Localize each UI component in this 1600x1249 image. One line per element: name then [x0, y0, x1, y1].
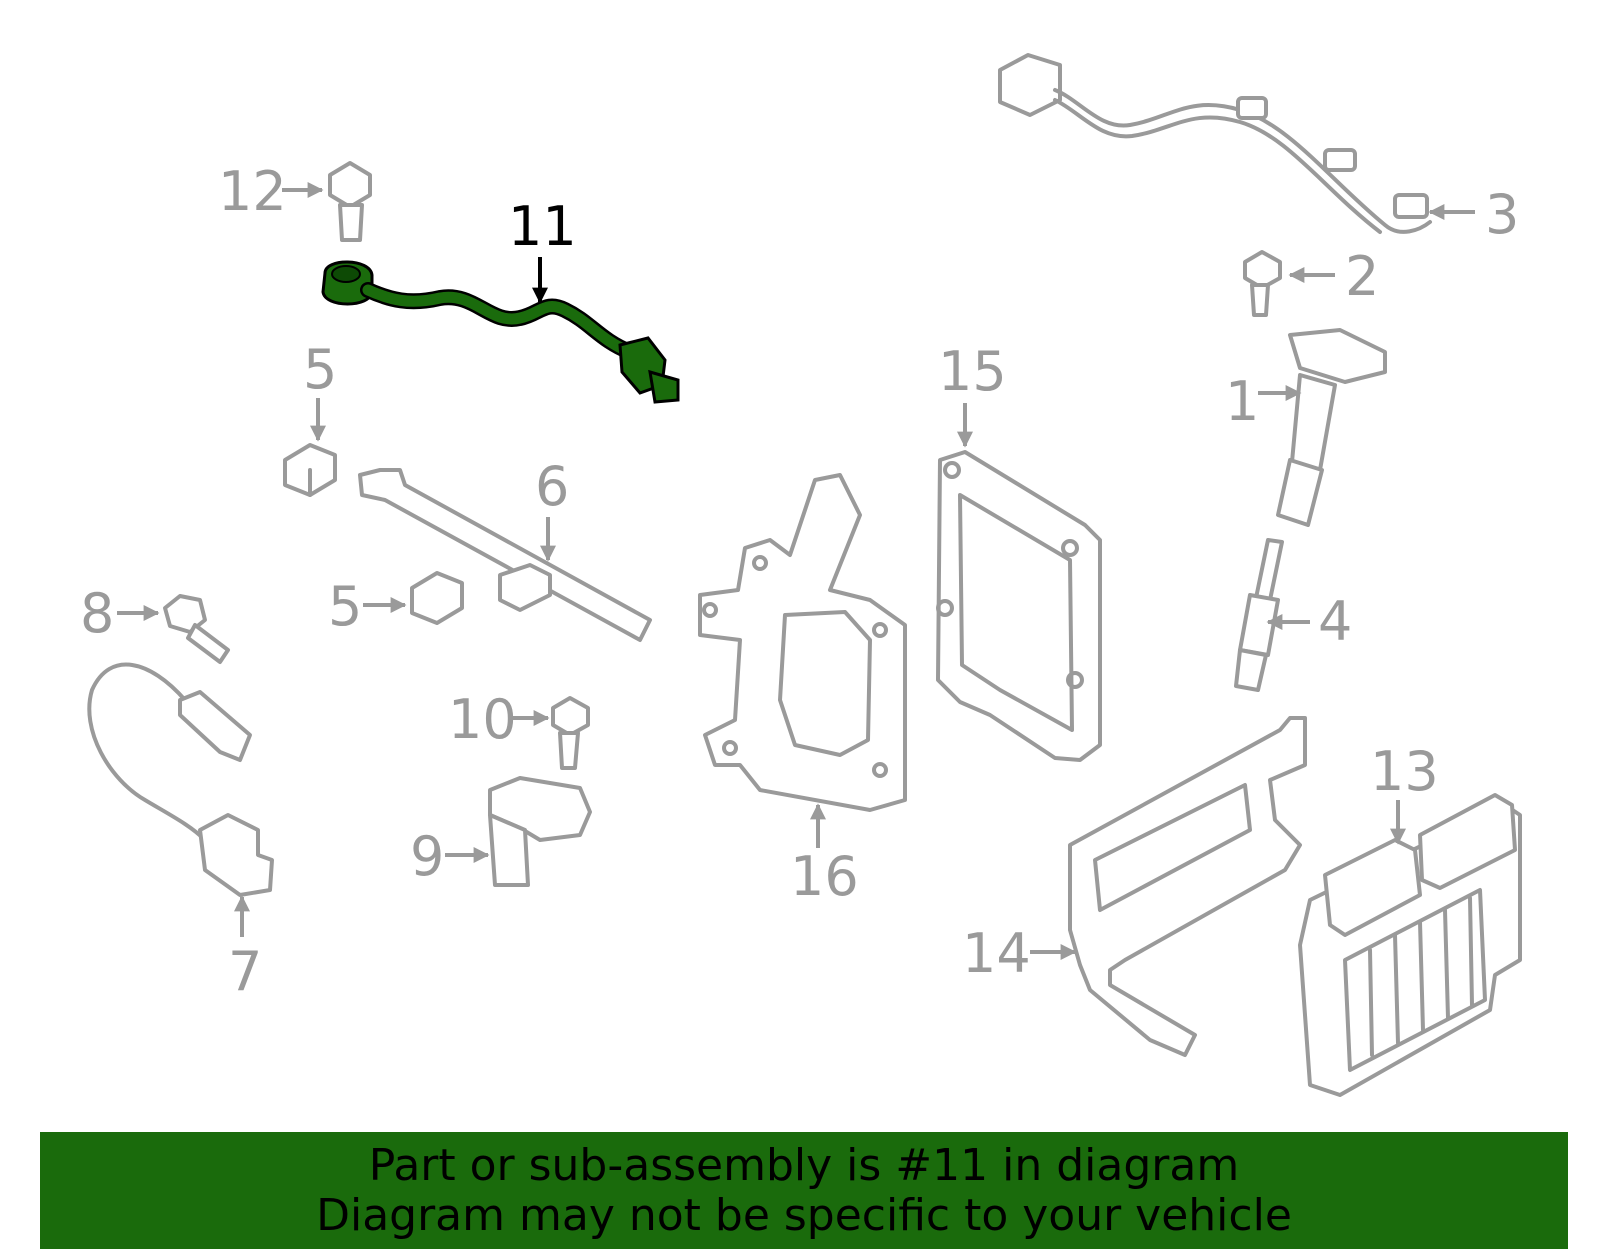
part-1-ignition-coil[interactable]	[1276, 328, 1387, 527]
callout-6: 6	[535, 455, 569, 518]
part-14-mounting-bracket[interactable]	[1068, 716, 1307, 1057]
callout-14: 14	[962, 922, 1031, 985]
part-16-ecu-bracket[interactable]	[698, 473, 907, 812]
callout-10: 10	[448, 688, 517, 751]
callout-3: 3	[1485, 183, 1519, 246]
part-3-wiring-harness[interactable]	[998, 53, 1432, 234]
banner-line-disclaimer: Diagram may not be specific to your vehi…	[316, 1189, 1292, 1241]
part-12-bolt[interactable]	[328, 161, 372, 242]
part-4-spark-plug[interactable]	[1234, 538, 1284, 692]
callout-16: 16	[790, 845, 859, 908]
part-2-bolt[interactable]	[1243, 250, 1282, 317]
callout-7: 7	[228, 940, 262, 1003]
part-13-ecm-module[interactable]	[1298, 793, 1522, 1097]
part-10-bolt[interactable]	[551, 696, 590, 770]
callout-12: 12	[218, 160, 287, 223]
part-5-clip-lower[interactable]	[410, 571, 464, 625]
callout-11: 11	[508, 195, 577, 258]
part-11-knock-sensor[interactable]	[321, 260, 680, 404]
info-banner: Part or sub-assembly is #11 in diagram D…	[40, 1132, 1568, 1249]
part-9-position-sensor[interactable]	[488, 776, 592, 887]
callout-5-lower: 5	[328, 575, 362, 638]
part-7-oxygen-sensor[interactable]	[87, 662, 274, 897]
callout-15: 15	[938, 340, 1007, 403]
callout-4: 4	[1318, 590, 1352, 653]
callout-2: 2	[1345, 245, 1379, 308]
banner-line-part: Part or sub-assembly is #11 in diagram	[368, 1139, 1240, 1191]
part-15-ecu-housing[interactable]	[936, 450, 1102, 762]
callout-1: 1	[1225, 370, 1259, 433]
callout-9: 9	[410, 825, 444, 888]
part-8-bolt[interactable]	[163, 594, 230, 664]
callout-8: 8	[80, 582, 114, 645]
callout-13: 13	[1370, 740, 1439, 803]
part-6-bracket[interactable]	[358, 468, 652, 642]
callout-5-upper: 5	[303, 338, 337, 401]
part-5-clip-upper[interactable]	[283, 443, 337, 497]
